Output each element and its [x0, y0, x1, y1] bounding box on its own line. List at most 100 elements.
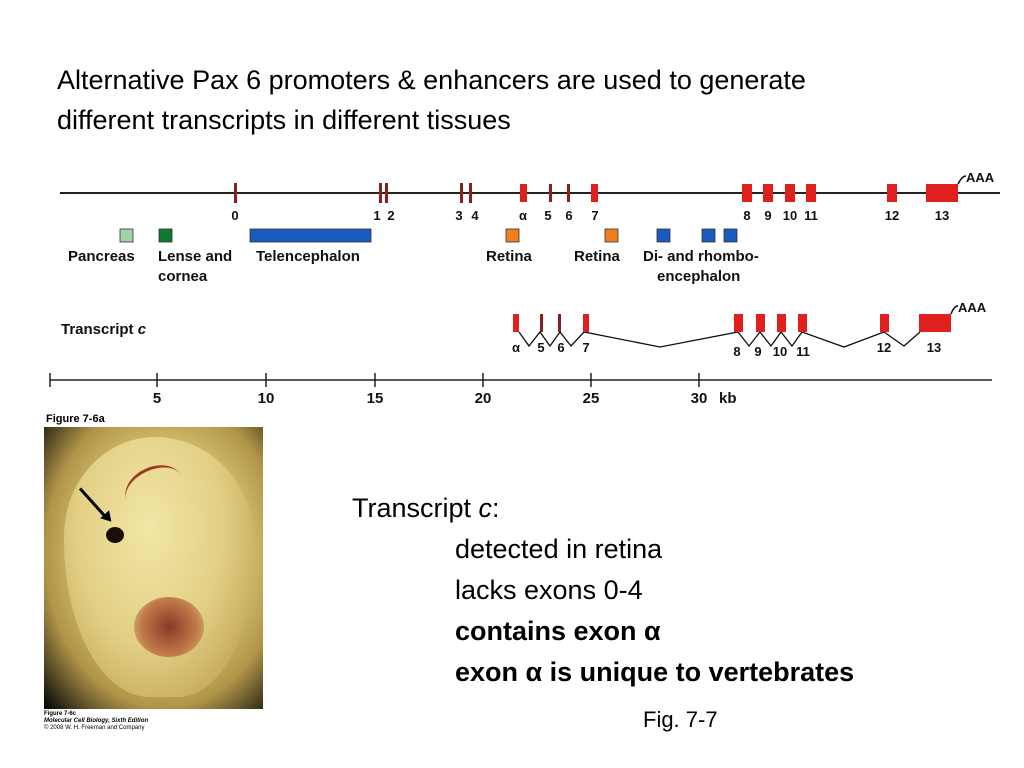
- embryo-eye: [106, 527, 124, 543]
- exon-9: [763, 184, 773, 202]
- scale-label-15: 15: [367, 390, 384, 407]
- exon-10: [785, 184, 795, 202]
- enhancer-label-pancreas: Pancreas: [68, 248, 135, 265]
- exon-7: [591, 184, 598, 202]
- transcript-exon-label-5: 5: [537, 340, 544, 355]
- notes-heading-colon: :: [492, 493, 500, 523]
- slide-title-line-2: different transcripts in different tissu…: [57, 105, 511, 135]
- enhancer-label-lense-line-2: cornea: [158, 268, 208, 285]
- enhancer-label-retina-1: Retina: [486, 248, 533, 265]
- photo-credit-book: Molecular Cell Biology, Sixth Edition: [44, 718, 149, 724]
- enhancer-label-retina-2: Retina: [574, 248, 621, 265]
- transcript-exon-label-12: 12: [877, 340, 891, 355]
- notes-line-3: contains exon α: [455, 616, 661, 646]
- transcript-label-italic: c: [138, 321, 147, 338]
- scale-label-5: 5: [153, 390, 161, 407]
- exon-label-9: 9: [764, 208, 771, 223]
- transcript-exon-10: [777, 314, 786, 332]
- transcript-notes: Transcript c: detected in retina lacks e…: [352, 488, 854, 693]
- enhancer-di-rhombo-1: [656, 228, 671, 243]
- transcript-exon-12: [880, 314, 889, 332]
- exon-label-10: 10: [783, 208, 797, 223]
- notes-line-1: detected in retina: [455, 534, 663, 564]
- exon-alpha: [520, 184, 527, 202]
- exon-0: [234, 183, 237, 203]
- notes-line-4: exon α is unique to vertebrates: [455, 657, 855, 687]
- scale-label-30: 30: [691, 390, 708, 407]
- transcript-exon-9: [756, 314, 765, 332]
- enhancer-label-di-rhombo-line-2: encephalon: [657, 268, 740, 285]
- transcript-exon-label-9: 9: [754, 344, 761, 359]
- exon-2: [385, 183, 388, 203]
- exon-label-12: 12: [885, 208, 899, 223]
- exon-13: [926, 184, 958, 202]
- figure-label: Figure 7-6a: [46, 413, 105, 425]
- polya-label-genomic: AAA: [966, 170, 995, 185]
- exon-label-4: 4: [471, 208, 479, 223]
- enhancer-label-telencephalon: Telencephalon: [256, 248, 360, 265]
- exon-label-5: 5: [544, 208, 551, 223]
- notes-heading-prefix: Transcript: [352, 493, 479, 523]
- enhancer-retina-2: [604, 228, 619, 243]
- scale-unit: kb: [719, 390, 737, 407]
- notes-heading-italic: c: [478, 493, 493, 523]
- polya-label-transcript: AAA: [958, 300, 987, 315]
- transcript-exon-6: [558, 314, 561, 332]
- enhancer-di-rhombo-3: [723, 228, 738, 243]
- exon-6: [567, 184, 570, 202]
- embryo-liver-region: [134, 597, 204, 657]
- polya-tail-genomic: [957, 175, 967, 185]
- exon-4: [469, 183, 472, 203]
- slide-title: Alternative Pax 6 promoters & enhancers …: [57, 60, 1017, 140]
- exon-3: [460, 183, 463, 203]
- transcript-exon-label-6: 6: [557, 340, 564, 355]
- scale-label-10: 10: [258, 390, 275, 407]
- enhancer-retina-1: [505, 228, 520, 243]
- enhancer-label-lense-line-1: Lense and: [158, 248, 232, 265]
- notes-heading: Transcript c:: [352, 488, 854, 529]
- enhancer-pancreas: [119, 228, 134, 243]
- transcript-exon-13: [919, 314, 951, 332]
- transcript-exon-label-7: 7: [582, 340, 589, 355]
- transcript-exon-alpha: [513, 314, 519, 332]
- exon-label-3: 3: [455, 208, 462, 223]
- scale-label-20: 20: [475, 390, 492, 407]
- photo-credit-figure: Figure 7-6c: [44, 711, 77, 717]
- photo-credit-copyright: © 2008 W. H. Freeman and Company: [44, 725, 145, 731]
- pax6-gene-diagram: AAA 0 1 2 3 4 α 5 6 7 8 9 10 11 12 13 Pa…: [49, 170, 1000, 407]
- exon-label-2: 2: [387, 208, 394, 223]
- notes-line-2: lacks exons 0-4: [455, 575, 643, 605]
- transcript-label-prefix: Transcript: [61, 321, 138, 338]
- transcript-exon-label-10: 10: [773, 344, 787, 359]
- exon-1: [379, 183, 382, 203]
- transcript-exon-11: [798, 314, 807, 332]
- enhancer-di-rhombo-2: [701, 228, 716, 243]
- figure-caption: Fig. 7-7: [643, 707, 718, 732]
- exon-label-8: 8: [743, 208, 750, 223]
- transcript-label: Transcript c: [61, 321, 147, 338]
- transcript-exon-label-13: 13: [927, 340, 941, 355]
- exon-label-11: 11: [804, 208, 818, 223]
- transcript-exon-5: [540, 314, 543, 332]
- exon-label-1: 1: [373, 208, 380, 223]
- exon-label-6: 6: [565, 208, 572, 223]
- exon-label-7: 7: [591, 208, 598, 223]
- exon-12: [887, 184, 897, 202]
- transcript-exon-label-8: 8: [733, 344, 740, 359]
- slide-title-line-1: Alternative Pax 6 promoters & enhancers …: [57, 65, 806, 95]
- transcript-exon-label-alpha: α: [512, 340, 520, 355]
- transcript-splice-line: [518, 330, 921, 348]
- exon-11: [806, 184, 816, 202]
- exon-label-alpha: α: [519, 208, 527, 223]
- exon-label-13: 13: [935, 208, 949, 223]
- exon-label-0: 0: [231, 208, 238, 223]
- exon-5: [549, 184, 552, 202]
- enhancer-telencephalon: [249, 228, 372, 243]
- transcript-exon-8: [734, 314, 743, 332]
- polya-tail-transcript: [950, 305, 959, 315]
- enhancer-lense-cornea: [158, 228, 173, 243]
- enhancer-label-di-rhombo-line-1: Di- and rhombo-: [643, 248, 759, 265]
- exon-8: [742, 184, 752, 202]
- scale-label-25: 25: [583, 390, 600, 407]
- embryo-photo: [44, 427, 263, 709]
